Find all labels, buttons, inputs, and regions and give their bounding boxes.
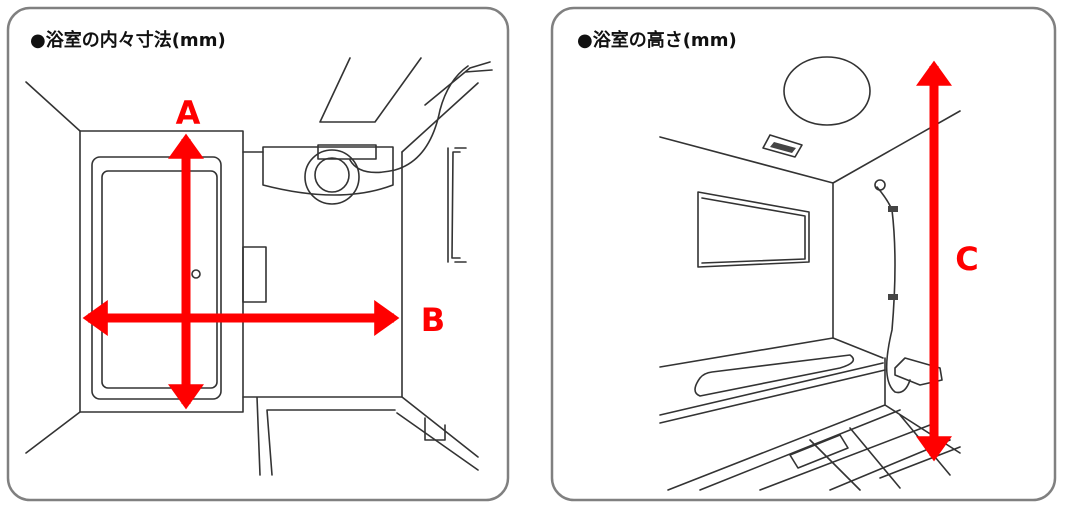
bathtub-basin xyxy=(101,170,218,389)
panel-title: ●浴室の高さ(mm) xyxy=(577,29,737,51)
shower-head xyxy=(874,179,886,191)
wall-lines xyxy=(242,151,403,476)
room-plan-drawing xyxy=(25,57,493,476)
counter xyxy=(262,146,394,196)
shower-hose xyxy=(349,65,469,174)
label-c: C xyxy=(955,240,978,278)
shower-holder xyxy=(888,206,898,212)
skylight xyxy=(319,57,422,123)
window xyxy=(697,191,810,268)
door-handle xyxy=(424,417,446,441)
bathtub-basin xyxy=(694,354,855,397)
bathtub xyxy=(659,337,886,424)
corner-lines xyxy=(25,81,81,454)
perspective-lines xyxy=(396,82,479,471)
floor-plan-panel: ●浴室の内々寸法(mm) A B xyxy=(6,6,510,502)
label-b: B xyxy=(421,301,445,339)
ceiling-light xyxy=(783,56,871,126)
vent-icon xyxy=(762,134,803,158)
faucet xyxy=(317,144,377,160)
panel-border xyxy=(550,6,1057,502)
label-a: A xyxy=(176,94,201,132)
shower-holder xyxy=(888,294,898,300)
height-panel: ●浴室の高さ(mm) C xyxy=(550,6,1057,502)
mirror-round xyxy=(304,149,360,205)
grab-bar xyxy=(447,147,467,263)
shower-hose xyxy=(876,186,911,394)
bathtub-rim xyxy=(91,156,222,400)
shower-head xyxy=(424,61,493,106)
panel-title: ●浴室の内々寸法(mm) xyxy=(30,29,226,51)
